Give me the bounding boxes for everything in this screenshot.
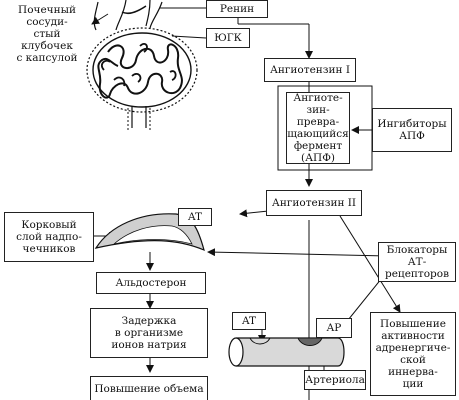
glomerulus-illustration [86, 0, 198, 130]
ace-box: Ангиоте- зин-превра- щающийся фермент (А… [286, 92, 350, 164]
at-receptor-top-box: AT [178, 208, 212, 226]
at-blockers-box: Блокаторы АТ-рецепторов [378, 242, 456, 282]
sodium-retention-box: Задержка в организме ионов натрия [90, 308, 208, 358]
adrenergic-activity-box: Повышение активности адренергиче- ской и… [370, 312, 456, 396]
at-receptor-bottom-box: AT [232, 312, 266, 330]
adrenal-cortex-box: Корковый слой надпо- чечников [4, 212, 94, 262]
ar-receptor-box: AP [316, 318, 352, 338]
angiotensin-1-box: Ангиотензин I [264, 58, 356, 82]
arteriole-shape [228, 337, 345, 367]
angiotensin-2-box: Ангиотензин II [266, 190, 362, 216]
jga-box: ЮГК [206, 28, 250, 48]
ace-inhibitors-box: Ингибиторы АПФ [372, 108, 452, 152]
adrenal-cortex-shape [94, 213, 205, 252]
glomerulus-label: Почечный сосуди- стый клубочек с капсуло… [16, 4, 78, 64]
volume-increase-box: Повышение объема [90, 376, 208, 400]
renin-box: Ренин [206, 0, 268, 18]
arteriole-box: Артериола [304, 370, 366, 390]
aldosterone-box: Альдостерон [96, 272, 206, 294]
